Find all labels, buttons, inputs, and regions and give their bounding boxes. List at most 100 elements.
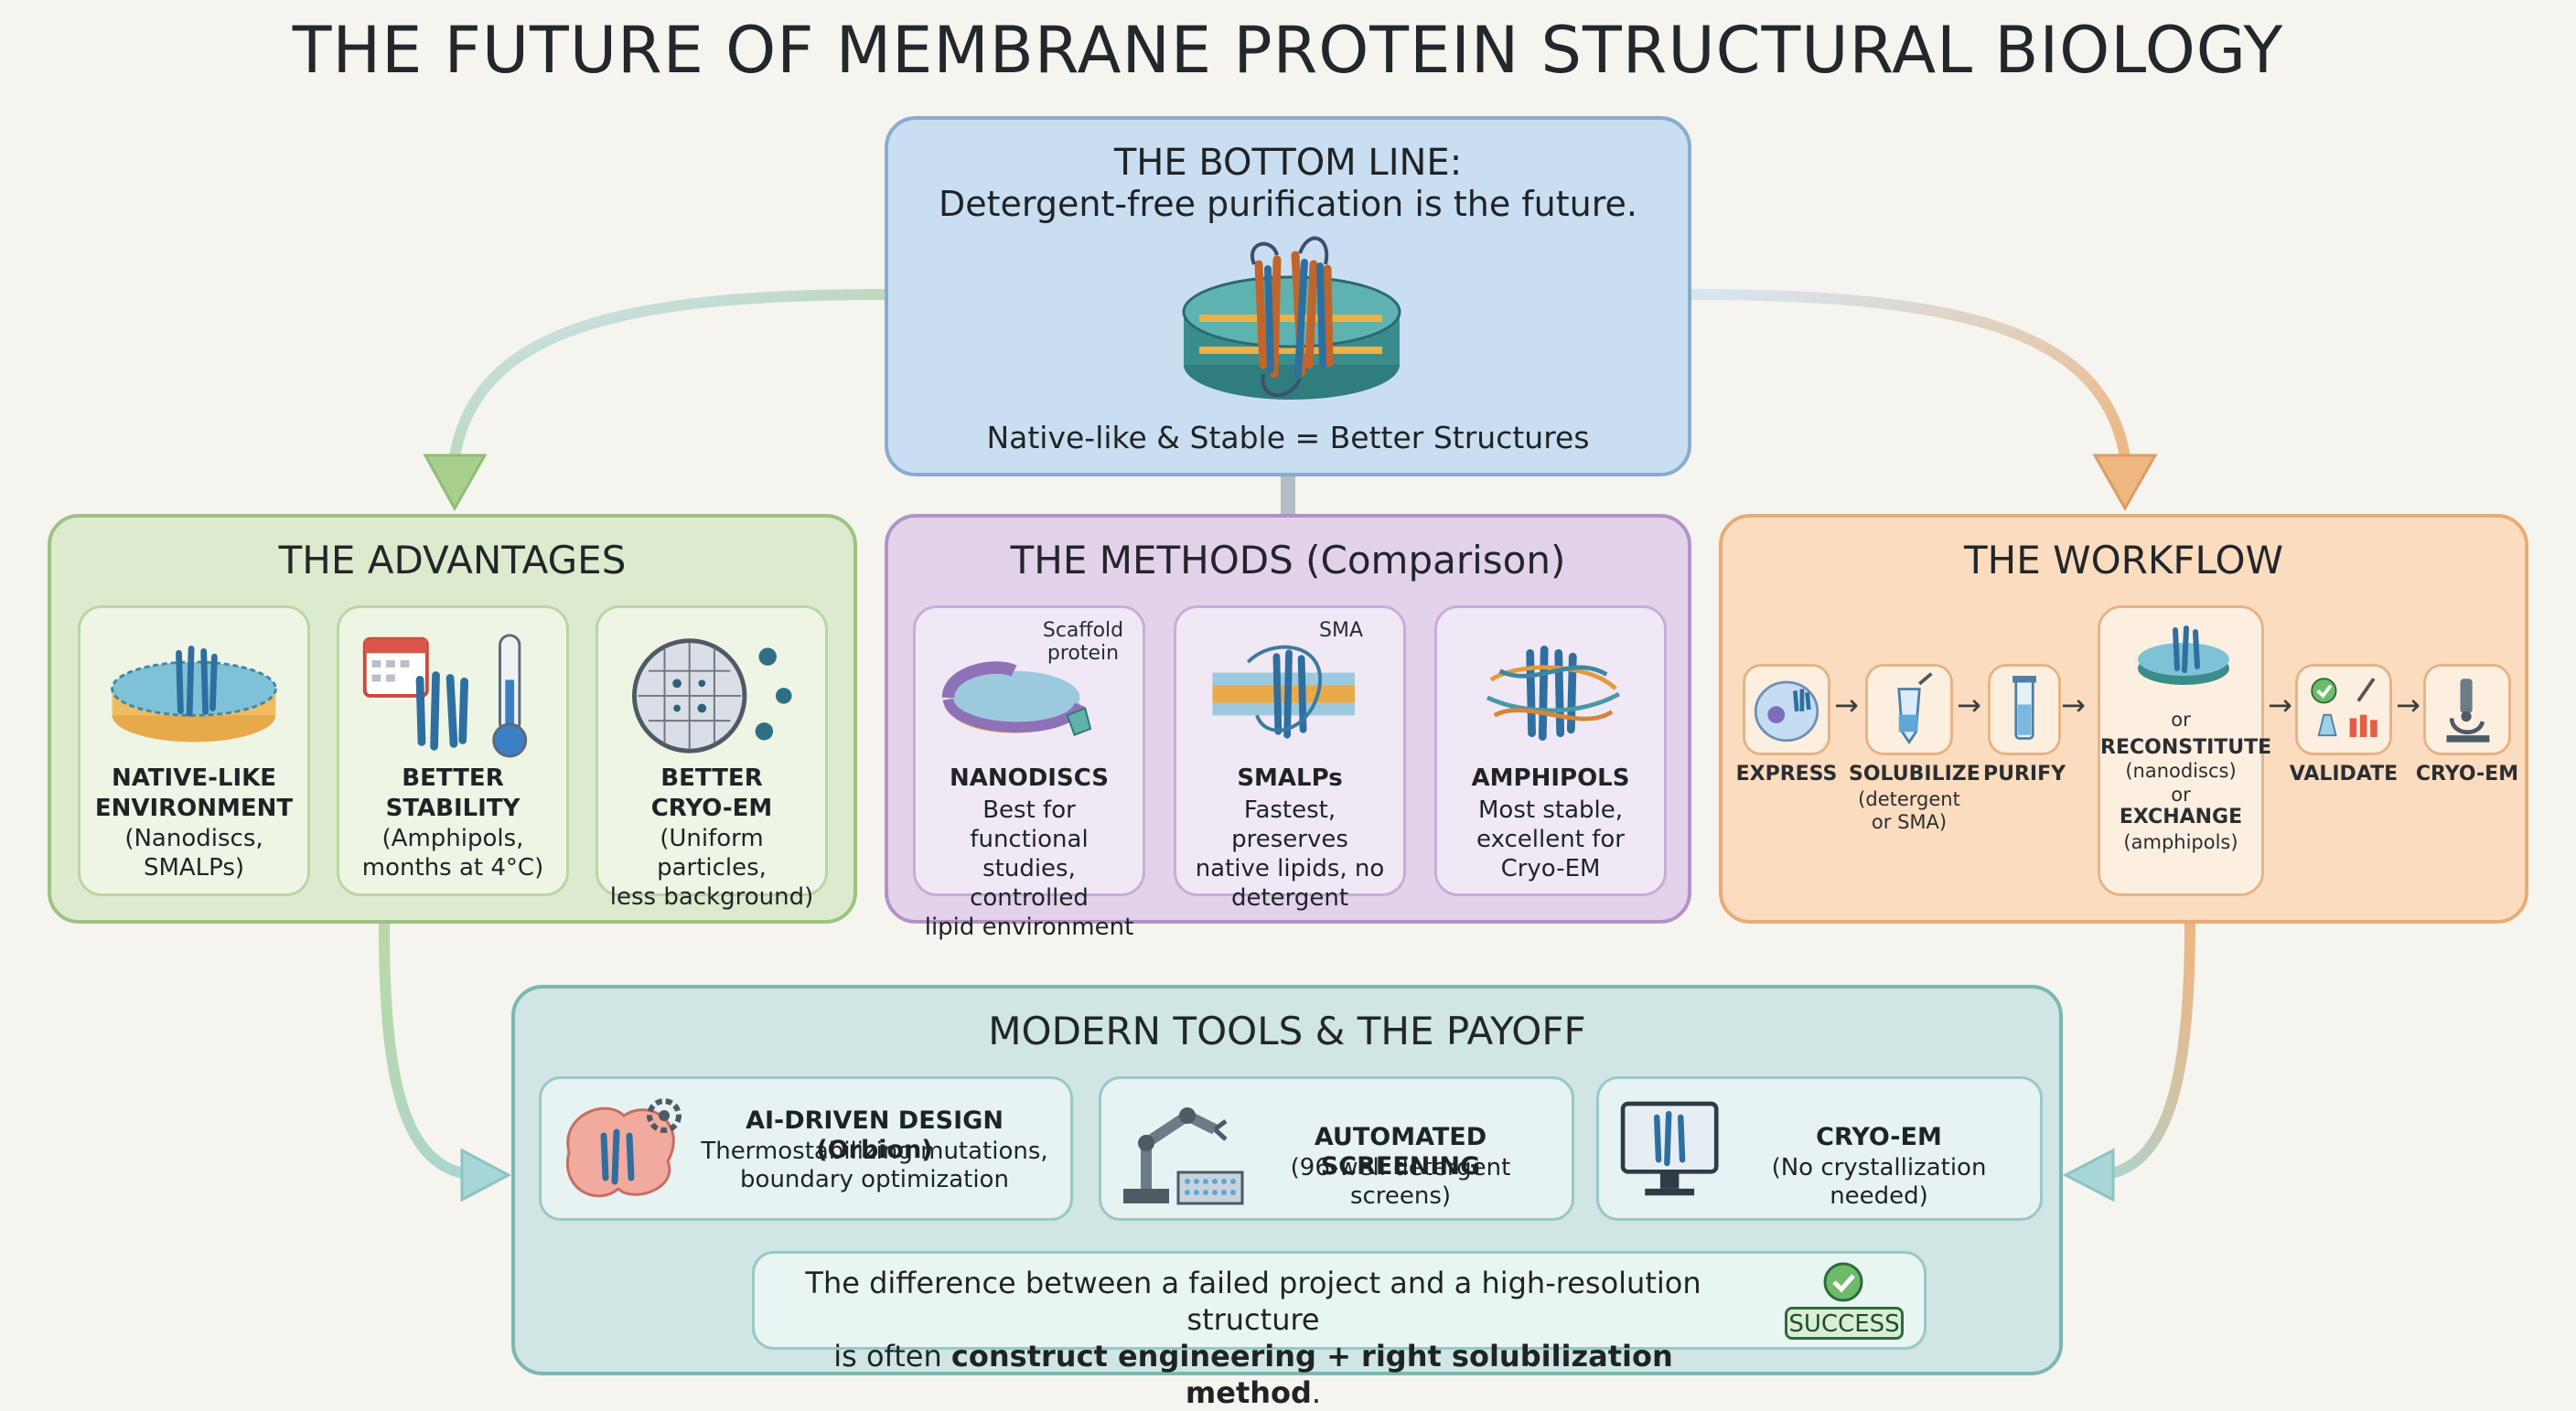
payoff-prefix: is often xyxy=(833,1339,951,1374)
cryoem-step-box xyxy=(2423,664,2511,755)
cryoem-tool-body: (No crystallization needed) xyxy=(1771,1154,1987,1210)
advantage-head-line: STABILITY xyxy=(385,795,521,822)
advantage-body-line: (Uniform particles, xyxy=(657,825,767,882)
advantage-head-line: NATIVE-LIKE xyxy=(111,764,277,792)
sma-tag: SMA xyxy=(1319,619,1363,642)
exchange-sub: (amphipols) xyxy=(2123,831,2238,853)
payoff-text: The difference between a failed project … xyxy=(773,1265,1733,1411)
solubilize-sub-line: (detergent xyxy=(1858,788,1960,810)
workflow-arrow: → xyxy=(1957,688,1981,722)
purify-step-box xyxy=(1988,664,2061,755)
cryoem-label: CRYO-EM xyxy=(2415,763,2519,786)
method-head-amphipols: AMPHIPOLS xyxy=(1471,764,1630,792)
workflow-arrow: → xyxy=(1834,688,1859,722)
validate-icon xyxy=(2311,678,2377,738)
tool-card-ai-design: AI-DRIVEN DESIGN (Orbion) Thermostabiliz… xyxy=(539,1076,1073,1221)
workflow-arrow: → xyxy=(2061,688,2086,722)
column-icon xyxy=(2012,676,2036,740)
advantage-head-line: ENVIRONMENT xyxy=(94,795,294,822)
method-card-smalps: SMA SMALPs Fastest, preserves native lip… xyxy=(1174,605,1406,912)
modern-tools-title: MODERN TOOLS & THE PAYOFF xyxy=(988,1009,1586,1053)
scaffold-protein-icon xyxy=(934,625,1124,762)
nanodisc-small-icon xyxy=(2138,625,2229,685)
validate-step-box xyxy=(2295,664,2392,755)
ai-design-body: Thermostabilizing mutations, boundary op… xyxy=(688,1138,1061,1194)
cell-icon xyxy=(1754,680,1819,743)
method-card-nanodiscs: Scaffold protein NANODISCS Best for func… xyxy=(913,605,1145,941)
advantage-body-stability: (Amphipols, months at 4°C) xyxy=(345,824,561,882)
advantage-body-line: SMALPs) xyxy=(143,854,245,882)
reconstitute-exchange-box: or RECONSTITUTE (nanodiscs) or EXCHANGE … xyxy=(2098,605,2272,896)
payoff-box: The difference between a failed project … xyxy=(752,1251,1927,1410)
tag-line: Scaffold xyxy=(1042,619,1124,642)
calendar-thermometer-icon xyxy=(358,625,548,762)
purify-label: PURIFY xyxy=(1982,763,2066,786)
reconstitute-sub: (nanodiscs) xyxy=(2125,760,2237,782)
workflow-title: THE WORKFLOW xyxy=(1963,538,2284,583)
method-body-line: Best for functional xyxy=(970,796,1089,853)
or-text: or xyxy=(2171,784,2191,806)
robot-arm-icon xyxy=(1123,1107,1244,1205)
method-head-nanodiscs: NANODISCS xyxy=(949,764,1109,792)
arrow-head-tools-right xyxy=(2062,1148,2115,1203)
method-body-line: native lipids, no xyxy=(1195,855,1385,882)
cryo-grid-icon xyxy=(617,625,807,762)
sma-polymer-icon xyxy=(1195,625,1385,762)
advantage-card-stability: BETTER STABILITY (Amphipols, months at 4… xyxy=(337,605,569,896)
success-badge: SUCCESS xyxy=(1785,1307,1904,1340)
method-body-line: studies, controlled xyxy=(970,855,1089,912)
advantage-body-native: (Nanodiscs, SMALPs) xyxy=(86,824,302,882)
reconstitute-label: RECONSTITUTE xyxy=(2100,736,2272,759)
arrow-to-advantages xyxy=(449,289,886,458)
advantage-body-line: (Nanodiscs, xyxy=(124,825,263,852)
cryoem-tool-head: CRYO-EM xyxy=(1816,1123,1942,1151)
advantage-head-line: CRYO-EM xyxy=(650,795,773,822)
method-body-smalps: Fastest, preserves native lipids, no det… xyxy=(1182,796,1398,913)
advantage-card-native: NATIVE-LIKE ENVIRONMENT (Nanodiscs, SMAL… xyxy=(78,605,310,896)
tool-card-screening: AUTOMATED SCREENING (96-well detergent s… xyxy=(1099,1076,1574,1221)
monitor-protein-icon xyxy=(1620,1101,1719,1196)
validate-label: VALIDATE xyxy=(2289,763,2399,786)
solubilize-step-box xyxy=(1865,664,1953,755)
method-body-line: lipid environment xyxy=(924,914,1134,941)
method-body-nanodiscs: Best for functional studies, controlled … xyxy=(921,796,1137,942)
solubilize-sub: (detergent or SMA) xyxy=(1849,788,1970,834)
advantage-body-line: (Amphipols, xyxy=(381,825,524,852)
express-label: EXPRESS xyxy=(1735,763,1838,786)
payoff-line-1: The difference between a failed project … xyxy=(805,1266,1701,1337)
tube-icon xyxy=(1897,672,1933,745)
microscope-icon xyxy=(2446,679,2490,743)
amphipol-icon xyxy=(1455,625,1646,762)
arrow-work-to-tools xyxy=(2098,923,2195,1181)
method-body-line: excellent for xyxy=(1476,826,1625,853)
advantage-body-line: months at 4°C) xyxy=(361,854,544,882)
method-body-amphipols: Most stable, excellent for Cryo-EM xyxy=(1443,796,1658,883)
screening-head: AUTOMATED SCREENING xyxy=(1314,1123,1487,1181)
method-card-amphipols: AMPHIPOLS Most stable, excellent for Cry… xyxy=(1434,605,1667,896)
workflow-arrow: → xyxy=(2396,688,2420,722)
advantages-panel: THE ADVANTAGES NATIVE-LIKE ENVIRONMENT (… xyxy=(48,514,857,924)
brain-gear-icon xyxy=(565,1098,682,1198)
nanodisc-icon xyxy=(99,625,289,762)
arrow-head-advantages xyxy=(423,454,488,512)
screening-body: (96-well detergent screens) xyxy=(1290,1154,1511,1210)
solubilize-label: SOLUBILIZE xyxy=(1849,763,1980,786)
workflow-panel: THE WORKFLOW EXPRESS → SOLUBILIZE (deter… xyxy=(1719,514,2528,924)
tool-card-cryoem: CRYO-EM (No crystallization needed) xyxy=(1596,1076,2043,1221)
method-body-line: Cryo-EM xyxy=(1500,855,1601,882)
arrow-head-tools-left xyxy=(460,1148,512,1203)
tool-body-line: boundary optimization xyxy=(740,1166,1009,1193)
method-body-line: Most stable, xyxy=(1477,796,1623,824)
express-step-box xyxy=(1743,664,1830,755)
payoff-line-2: is often construct engineering + right s… xyxy=(773,1338,1733,1411)
advantage-head-cryoem: BETTER CRYO-EM xyxy=(598,764,825,824)
scaffold-protein-tag: Scaffold protein xyxy=(1033,619,1133,665)
exchange-label: EXCHANGE xyxy=(2119,806,2243,828)
page-title: THE FUTURE OF MEMBRANE PROTEIN STRUCTURA… xyxy=(292,13,2284,88)
method-head-smalps: SMALPs xyxy=(1237,764,1343,792)
payoff-suffix: . xyxy=(1311,1375,1322,1410)
arrow-head-workflow xyxy=(2092,454,2158,512)
advantage-body-cryoem: (Uniform particles, less background) xyxy=(604,824,820,912)
methods-panel: THE METHODS (Comparison) Scaffold protei… xyxy=(885,514,1691,941)
center-connector xyxy=(1281,476,1295,515)
